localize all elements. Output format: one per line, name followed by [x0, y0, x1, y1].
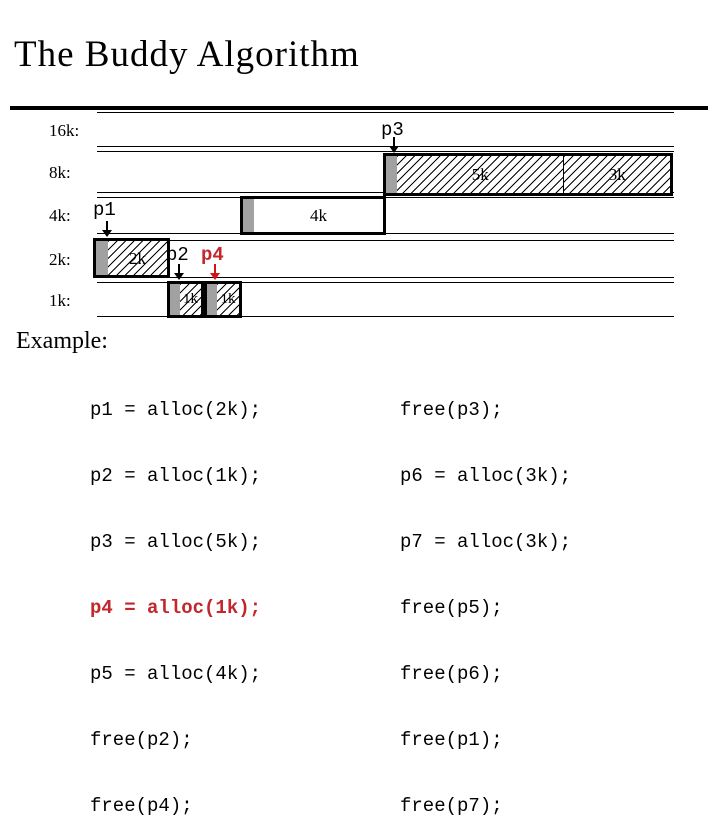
code-line: p7 = alloc(3k); [400, 531, 572, 553]
code-line-highlighted: p4 = alloc(1k); [90, 597, 262, 619]
block-4k-body: 4k [254, 199, 383, 232]
row-label-1k: 1k: [49, 291, 71, 310]
block-4k: 4k [240, 196, 386, 235]
block-2k-header-bar [96, 241, 108, 275]
block-1k-first-header-bar [170, 284, 180, 315]
code-line: p1 = alloc(2k); [90, 399, 262, 421]
block-2k: 2k [93, 238, 170, 278]
block-4k-header-bar [243, 199, 254, 232]
code-line: free(p6); [400, 663, 503, 685]
pointer-label-p4: p4 [201, 244, 224, 266]
code-line: p5 = alloc(4k); [90, 663, 262, 685]
segment-label-4k: 4k [310, 206, 327, 225]
segment-label-1k-second: 1k [220, 291, 236, 307]
row-label-8k: 8k: [49, 163, 71, 182]
block-1k-second-header-bar [207, 284, 217, 315]
page-title: The Buddy Algorithm [14, 34, 360, 75]
memory-band-16k [97, 112, 674, 147]
code-line: free(p3); [400, 399, 503, 421]
block-1k-second: 1k [204, 281, 242, 318]
block-8k-segment-3k: 3k [564, 156, 670, 193]
row-label-2k: 2k: [49, 250, 71, 269]
pointer-label-p3: p3 [381, 119, 404, 141]
code-line: p6 = alloc(3k); [400, 465, 572, 487]
p2-arrow-down-icon [174, 264, 184, 280]
block-1k-first-body: 1k [180, 284, 201, 315]
p3-arrow-down-icon [389, 137, 399, 153]
segment-label-5k: 5k [471, 165, 489, 184]
row-label-4k: 4k: [49, 206, 71, 225]
title-underline-rule [10, 106, 708, 110]
block-8k: 5k 3k [383, 153, 673, 196]
block-1k-second-body: 1k [217, 284, 239, 315]
block-8k-header-bar [386, 156, 397, 193]
segment-label-3k: 3k [608, 165, 626, 184]
memory-band-2k [97, 240, 674, 278]
example-code-right-column: free(p3); p6 = alloc(3k); p7 = alloc(3k)… [400, 355, 571, 839]
p4-arrow-down-icon [210, 264, 220, 280]
memory-band-1k [97, 282, 674, 317]
example-heading: Example: [16, 328, 108, 354]
code-line: p3 = alloc(5k); [90, 531, 262, 553]
row-label-16k: 16k: [49, 121, 80, 140]
segment-label-2k: 2k [129, 248, 146, 268]
segment-label-1k-first: 1k [183, 291, 198, 307]
code-line: p2 = alloc(1k); [90, 465, 262, 487]
p1-arrow-down-icon [102, 221, 112, 237]
pointer-label-p1: p1 [93, 199, 116, 221]
block-2k-body: 2k [108, 241, 167, 275]
example-code-left-column: p1 = alloc(2k); p2 = alloc(1k); p3 = all… [90, 355, 261, 839]
pointer-label-p2: p2 [166, 244, 189, 266]
code-line: free(p7); [400, 795, 503, 817]
code-line: free(p4); [90, 795, 193, 817]
code-line: free(p5); [400, 597, 503, 619]
code-line: free(p2); [90, 729, 193, 751]
block-1k-first: 1k [167, 281, 204, 318]
block-8k-divider [563, 156, 565, 193]
block-8k-segment-5k: 5k [397, 156, 564, 193]
code-line: free(p1); [400, 729, 503, 751]
